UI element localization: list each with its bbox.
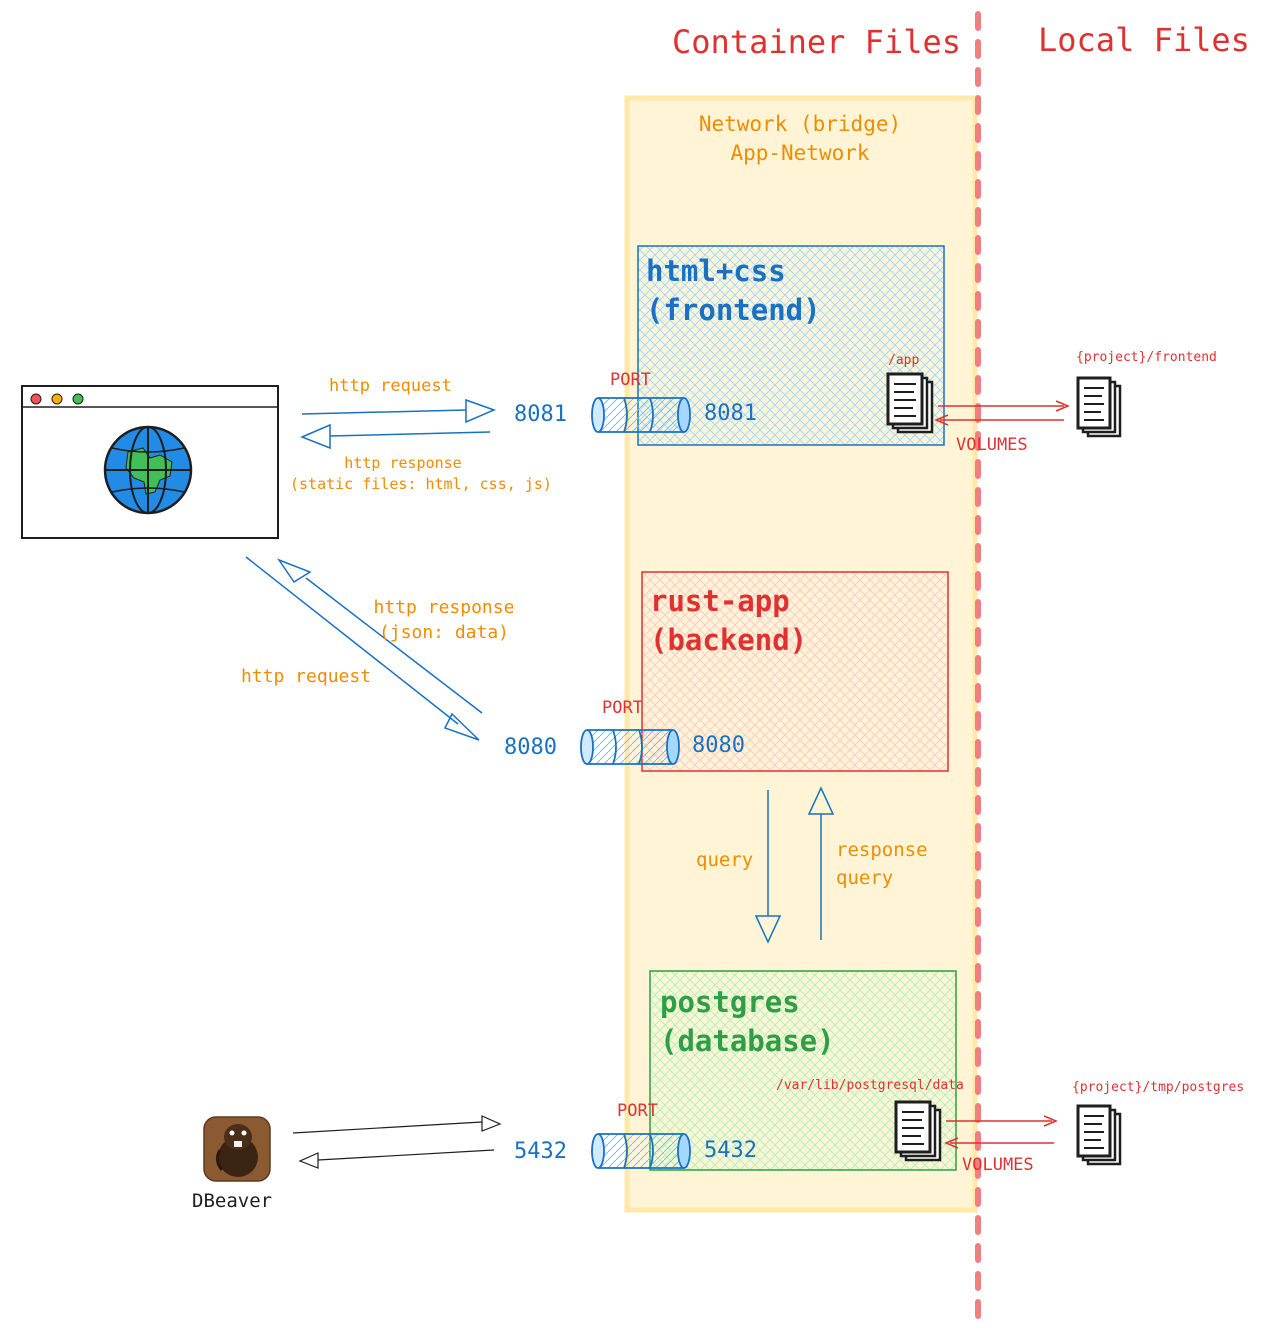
arrow-query-down — [754, 790, 782, 944]
network-label: Network (bridge) App-Network — [670, 110, 930, 168]
label-static-response-line2: (static files: html, css, js) — [290, 475, 552, 493]
frontend-host-port: 8081 — [514, 402, 567, 427]
frontend-port-label: PORT — [610, 370, 651, 390]
file-stack-icon — [1076, 1104, 1122, 1166]
frontend-title-line2: (frontend) — [646, 293, 821, 327]
database-title-line1: postgres — [660, 985, 800, 1019]
database-mount-path: /var/lib/postgresql/data — [776, 1078, 964, 1093]
arrow-volume-frontend — [934, 400, 1070, 426]
dbeaver-label: DBeaver — [192, 1190, 273, 1212]
database-title-line2: (database) — [660, 1024, 835, 1058]
beaver-icon — [203, 1116, 271, 1182]
local-files-header: Local Files — [1038, 21, 1250, 59]
port-cylinder-icon — [580, 729, 680, 765]
arrow-dbeaver-response — [298, 1149, 495, 1169]
port-cylinder-icon — [591, 1133, 691, 1169]
arrow-query-up — [807, 786, 835, 940]
file-stack-icon — [1076, 376, 1122, 438]
label-response-query-line1: response — [836, 839, 928, 861]
backend-container-port: 8080 — [692, 733, 745, 758]
arrow-volume-postgres — [944, 1115, 1058, 1149]
local-postgres-path: {project}/tmp/postgres — [1072, 1080, 1245, 1095]
backend-host-port: 8080 — [504, 735, 557, 760]
backend-box — [641, 571, 949, 772]
label-api-request: http request — [241, 666, 372, 687]
arrow-static-request — [301, 398, 497, 424]
network-label-line2: App-Network — [730, 141, 870, 165]
label-json-response: http response (json: data) — [370, 595, 518, 645]
container-files-header: Container Files — [672, 23, 961, 61]
frontend-mount-path: /app — [888, 353, 920, 368]
label-json-response-line1: http response — [373, 597, 515, 618]
label-response-query-line2: query — [836, 867, 894, 889]
backend-title: rust-app (backend) — [650, 582, 807, 660]
backend-title-line2: (backend) — [650, 623, 808, 657]
arrow-static-response — [300, 423, 491, 450]
file-stack-icon — [894, 1100, 942, 1162]
arrow-dbeaver-request — [292, 1115, 502, 1134]
label-json-response-line2: (json: data) — [378, 622, 510, 643]
label-static-response-line1: http response — [344, 454, 462, 472]
label-static-request: http request — [329, 376, 452, 396]
port-cylinder-icon — [591, 397, 691, 433]
arrow-api-request — [245, 556, 480, 741]
frontend-title: html+css (frontend) — [646, 252, 821, 330]
database-title: postgres (database) — [660, 983, 835, 1061]
file-stack-icon — [886, 372, 934, 434]
frontend-title-line1: html+css — [646, 254, 786, 288]
network-label-line1: Network (bridge) — [698, 112, 902, 136]
label-static-response: http response (static files: html, css, … — [290, 453, 552, 495]
database-container-port: 5432 — [704, 1138, 757, 1163]
backend-title-line1: rust-app — [650, 584, 790, 618]
label-response-query: response query — [836, 836, 928, 892]
frontend-container-port: 8081 — [704, 401, 757, 426]
backend-port-label: PORT — [602, 698, 643, 718]
database-host-port: 5432 — [514, 1139, 567, 1164]
label-query: query — [696, 849, 754, 871]
volumes-label-postgres: VOLUMES — [962, 1155, 1034, 1175]
arrow-api-response — [277, 558, 483, 714]
globe-icon — [103, 425, 193, 515]
database-port-label: PORT — [617, 1101, 658, 1121]
local-frontend-path: {project}/frontend — [1076, 350, 1217, 365]
volumes-label-frontend: VOLUMES — [956, 435, 1028, 455]
